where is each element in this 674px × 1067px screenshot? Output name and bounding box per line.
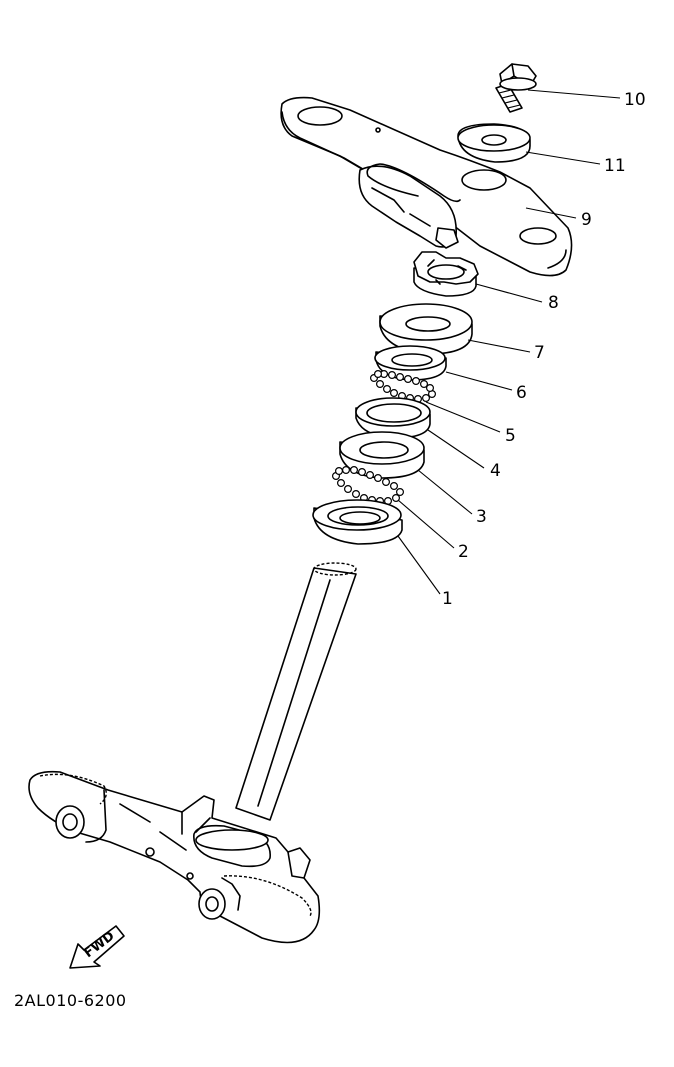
part-11-washer: [457, 123, 531, 163]
part-10-bolt: [495, 63, 537, 113]
label-part-6: 6: [516, 383, 527, 403]
label-part-2: 2: [458, 542, 469, 562]
label-part-4: 4: [490, 461, 501, 481]
leader-lines: [397, 89, 621, 595]
label-part-5: 5: [505, 426, 516, 446]
label-part-11: 11: [604, 156, 626, 176]
part-7-cover: [379, 303, 473, 355]
part-9-upper-bracket: [280, 96, 573, 277]
label-part-8: 8: [548, 293, 559, 313]
steering-stem-assembly: [28, 562, 357, 944]
part-8-ring-nut: [413, 251, 479, 297]
fwd-arrow-icon: FWD: [69, 925, 125, 969]
label-part-10: 10: [624, 90, 646, 110]
part-1-dust-seal: [312, 499, 403, 545]
diagram-code: 2AL010-6200: [14, 991, 127, 1010]
label-part-1: 1: [442, 589, 453, 609]
label-part-3: 3: [476, 507, 487, 527]
part-3-lower-race: [339, 431, 425, 479]
label-part-9: 9: [581, 210, 592, 230]
label-part-7: 7: [534, 343, 545, 363]
